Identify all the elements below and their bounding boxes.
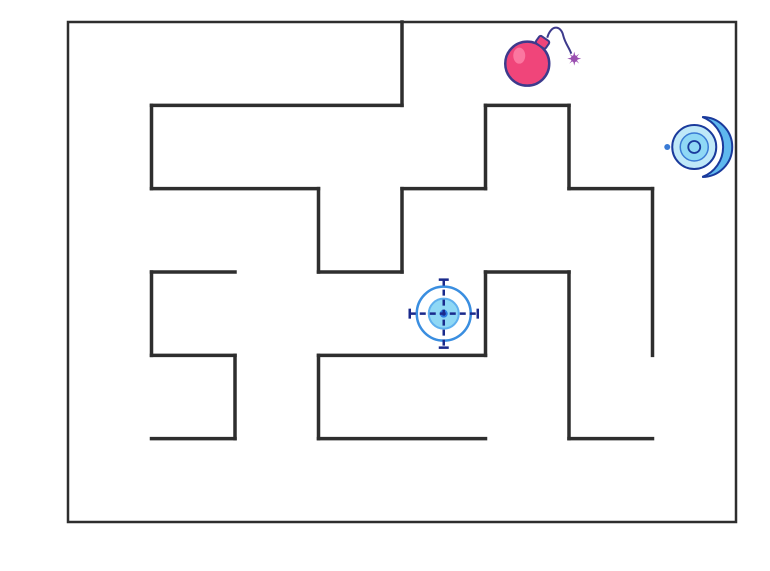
crosshair-icon: [408, 278, 479, 349]
maze-walls: [149, 20, 655, 441]
bomb-icon: [504, 26, 582, 87]
portal-icon: [664, 115, 734, 178]
